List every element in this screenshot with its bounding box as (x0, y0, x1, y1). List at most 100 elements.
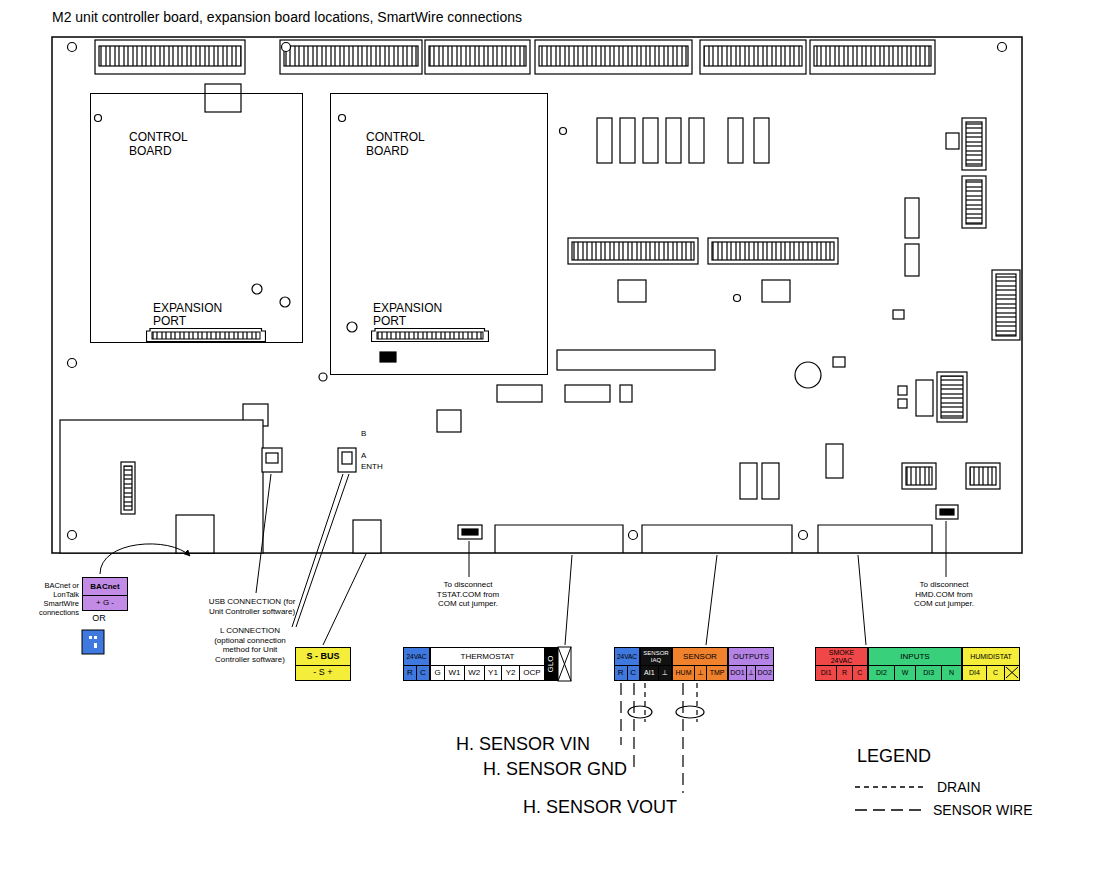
sensor-wire (682, 683, 683, 793)
connector (937, 372, 967, 422)
expansion-port-outline (372, 329, 489, 342)
relay (620, 118, 635, 163)
mounting-hole (339, 115, 346, 122)
cable-bundle (676, 706, 704, 718)
relay (689, 118, 704, 163)
legend-entry: DRAIN (855, 779, 981, 796)
jumper (458, 525, 482, 539)
blank-cross-line (1006, 667, 1018, 678)
terminal-block: BACnet+ G - (82, 577, 128, 611)
pin-name: DO2 (755, 666, 773, 680)
pin-name: C (986, 666, 1004, 680)
terminal-strip (425, 40, 530, 74)
connector-pins (941, 376, 963, 418)
terminal-pins: DI4C (963, 665, 1019, 680)
leader-line (946, 521, 947, 577)
terminal-header: BACnet (83, 578, 127, 595)
terminal-pins: DI1RC (816, 665, 867, 680)
pin-name: C (627, 666, 640, 680)
mounting-hole (560, 128, 567, 135)
control-board: CONTROL BOARD EXPANSION PORT (90, 93, 303, 343)
board-components (60, 84, 1020, 553)
connector-pins (970, 467, 996, 485)
expansion-port-pins (377, 332, 483, 339)
leader-line (323, 554, 366, 645)
signal-name: H. SENSOR GND (400, 759, 627, 781)
diagram-title: M2 unit controller board, expansion boar… (52, 9, 522, 25)
blank-cross (558, 647, 571, 681)
mounting-hole (68, 531, 77, 540)
capacitor (795, 362, 821, 388)
component (437, 410, 461, 432)
terminal-block: OUTPUTSDO1⊥DO2 (728, 647, 774, 681)
mounting-hole (252, 284, 262, 294)
component (762, 280, 790, 302)
leader-line (292, 474, 343, 627)
component (497, 385, 542, 402)
mounting-hole (998, 43, 1007, 52)
connector (966, 463, 1000, 489)
expansion-port-shape (371, 328, 489, 342)
lontalk-connector (82, 630, 104, 654)
terminal-strip (280, 40, 422, 74)
l-port (338, 448, 356, 472)
terminal-block: S - BUS- S + (295, 647, 351, 681)
terminal-header: THERMOSTAT (431, 648, 544, 665)
connector-pins (966, 122, 982, 166)
component (833, 357, 845, 367)
pin-name: OCP (519, 666, 544, 680)
connector-pins (996, 274, 1016, 336)
relay (728, 118, 743, 163)
pin-name: HUM (673, 666, 694, 680)
label-slot: To disconnect HMD.COM from COM cut jumpe… (905, 580, 983, 609)
terminal-heading: SENSOR IAQ (642, 650, 670, 663)
expansion-port-outline (147, 329, 266, 342)
pin-name: W1 (444, 666, 464, 680)
terminal-strip (95, 40, 245, 74)
mounting-hole (95, 115, 102, 122)
edge-connector (495, 525, 623, 553)
terminal-block: 24VACRC (403, 647, 430, 681)
pin-name: R (404, 666, 416, 680)
component (898, 386, 907, 395)
pin-name: ENTH (361, 462, 383, 472)
terminal-heading: 24VAC (617, 653, 637, 660)
terminal-strip (810, 40, 935, 74)
label-slot: To disconnect TSTAT.COM from COM cut jum… (429, 580, 507, 609)
expansion-port-pins (152, 332, 260, 339)
mounting-holes (68, 43, 1007, 540)
board-label: CONTROL BOARD (129, 131, 201, 159)
pin-name: AI1 (641, 666, 658, 680)
pin-name: ⊥ (746, 666, 755, 680)
label-slot: H. SENSOR VIN (400, 734, 590, 756)
port-label: EXPANSION PORT (146, 302, 237, 328)
terminal-header: SMOKE24VAC (816, 648, 867, 665)
jumper-bar (940, 509, 954, 515)
relay (762, 463, 779, 499)
terminal-heading: S - BUS (306, 652, 339, 662)
mounting-hole (319, 373, 327, 381)
lontalk-pin (94, 636, 97, 639)
pin-name: Y2 (501, 666, 519, 680)
terminal-teeth (429, 46, 526, 66)
terminal-strip (708, 238, 838, 264)
title-slot: M2 unit controller board, expansion boar… (52, 9, 522, 25)
relay (666, 118, 681, 163)
pin-name: DI1 (816, 666, 836, 680)
terminal-teeth (712, 242, 834, 260)
callout-note: OR (84, 613, 114, 624)
mounting-hole (68, 359, 77, 368)
terminal-heading: SMOKE (829, 649, 854, 657)
jumper (936, 505, 958, 519)
label-slot: ENTH (361, 462, 383, 472)
callout-note: L CONNECTION (optional connection method… (210, 626, 290, 664)
connector-pins (966, 180, 982, 224)
terminal-heading: GLO (548, 656, 556, 673)
sensor-wire (633, 683, 634, 772)
leader-line (565, 555, 572, 645)
terminal-heading: BACnet (90, 583, 119, 592)
mounting-hole (629, 531, 638, 540)
lontalk-pin (94, 643, 97, 648)
smartwire-port (176, 515, 214, 553)
drain-wire (644, 683, 645, 722)
